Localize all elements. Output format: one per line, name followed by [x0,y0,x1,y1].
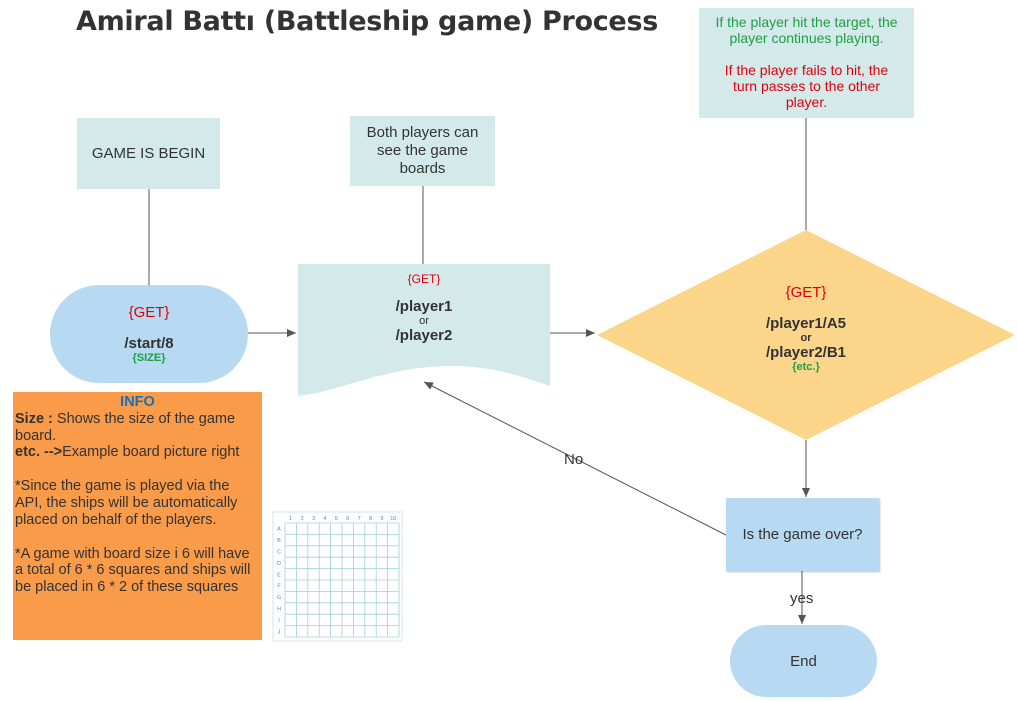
page-title: Amiral Battı (Battleship game) Process [76,6,658,37]
move-endpoint-1: /player1/A5 [765,315,847,332]
game-over-text: Is the game over? [742,526,863,543]
rule-miss-line-1: If the player fails to hit, the [724,62,889,78]
players-method: {GET} [407,272,441,286]
info-size: Size : Shows the size of the game board. [15,410,236,444]
grid-row-label: I [278,618,280,624]
grid-col-label: 7 [358,516,361,522]
move-endpoint-2: /player2/B1 [765,344,847,361]
info-etc: etc. -->Example board picture right [15,444,240,461]
rule-miss-line-2: turn passes to the other [732,78,881,94]
grid-col-label: 10 [390,516,396,522]
no-label: No [564,451,584,468]
grid-frame [272,511,403,642]
info-box: INFO Size : Shows the size of the game b… [13,392,262,640]
grid-row-label: E [277,572,281,578]
grid-col-label: 5 [335,516,338,522]
end-text: End [790,652,817,670]
players-document-shape [298,264,550,396]
grid-row-label: H [277,607,281,613]
boards-line-3: boards [399,160,446,177]
start-endpoint: /start/8 [124,335,174,352]
info-title: INFO [120,394,155,410]
start-method: {GET} [128,304,170,321]
move-method: {GET} [785,284,827,301]
start-size-param: {SIZE} [132,352,166,364]
game-begin-text: GAME IS BEGIN [91,144,206,162]
rule-miss-line-3: player. [785,94,828,110]
grid-col-label: 4 [323,516,326,522]
grid-row-label: J [278,629,281,635]
grid-col-label: 2 [301,516,304,522]
players-or: or [419,315,429,327]
players-endpoint-1: /player1 [395,298,453,315]
grid-col-label: 3 [312,516,315,522]
info-api-note: *Since the game is played via the API, t… [15,478,238,528]
grid-col-label: 1 [289,516,292,522]
arrow-decision-no [423,381,727,536]
boards-line-1: Both players can [366,124,479,141]
yes-label: yes [790,590,814,607]
grid-row-label: D [277,561,281,567]
move-diamond-shape [597,230,1015,440]
boards-line-2: see the game [377,142,468,159]
players-endpoint-2: /player2 [395,327,453,344]
grid-row-label: A [277,527,281,533]
game-over-decision: Is the game over? [726,498,879,571]
info-board-note: *A game with board size i 6 will have a … [15,545,251,596]
end-terminal: End [730,625,877,697]
move-or: or [800,332,812,344]
move-etc: {etc.} [792,361,820,373]
turn-rule-note: If the player hit the target, the player… [699,8,914,118]
grid-row-label: B [277,538,281,544]
boards-visible-note: Both players can see the game boards [350,116,495,186]
start-terminal: {GET} /start/8 {SIZE} [50,285,248,383]
rule-hit-line-2: player continues playing. [729,30,884,46]
grid-row-label: G [277,595,281,601]
move-diamond: {GET} /player1/A5 or /player2/B1 {etc.} [630,284,982,394]
grid-row-label: C [277,550,281,556]
grid-col-label: 6 [346,516,349,522]
grid-col-label: 9 [380,516,383,522]
game-begin-note: GAME IS BEGIN [77,118,220,189]
players-document: {GET} /player1 or /player2 [298,264,550,364]
rule-hit-line-1: If the player hit the target, the [715,14,898,30]
grid-row-label: F [277,584,281,590]
grid-col-label: 8 [369,516,372,522]
